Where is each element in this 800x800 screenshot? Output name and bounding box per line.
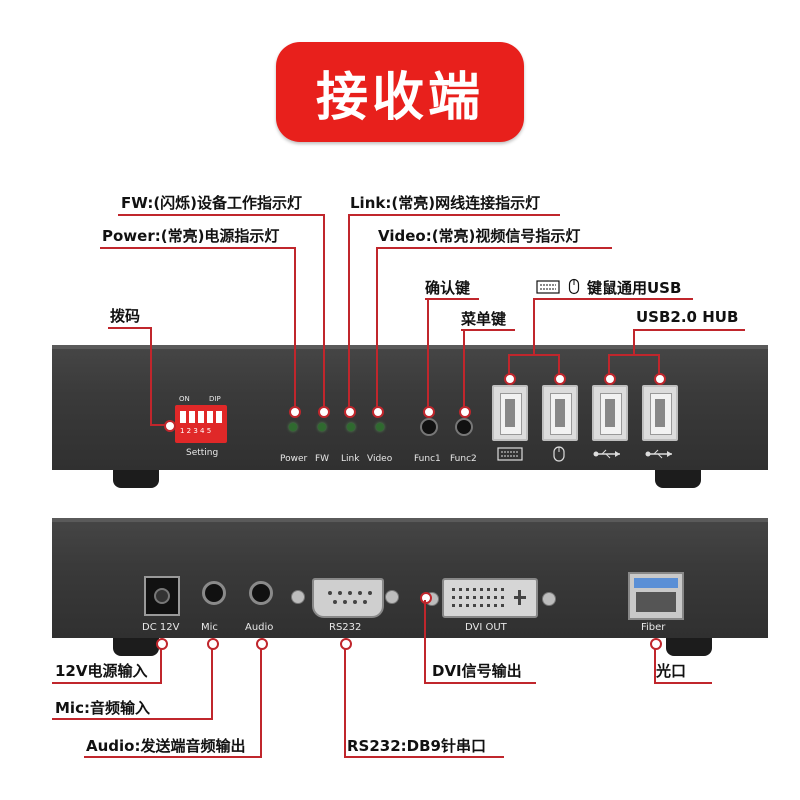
- mouse-icon: [568, 278, 580, 295]
- callout-confirm: 确认键: [425, 279, 471, 297]
- dip-switch[interactable]: 1 2 3 4 5: [175, 405, 227, 443]
- rs232-leader-dot: [340, 638, 352, 650]
- audio-jack[interactable]: [249, 581, 273, 605]
- dvi-screw-right: [542, 592, 556, 606]
- func2-label: Func2: [450, 454, 477, 464]
- video-label: Video: [367, 454, 393, 464]
- dc-leader-dot: [156, 638, 168, 650]
- power-label: Power: [280, 454, 308, 464]
- dip-numbers: 1 2 3 4 5: [180, 427, 212, 435]
- page-title: 接收端: [315, 67, 484, 128]
- usb-port-keyboard[interactable]: [492, 385, 528, 441]
- callout-fiber: 光口: [656, 662, 687, 680]
- dip-on-label: ON: [179, 395, 190, 403]
- fiber-label: Fiber: [641, 622, 666, 633]
- link-led: [347, 423, 355, 431]
- audio-leader-dot: [256, 638, 268, 650]
- callout-kbmouse: 键鼠通用USB: [587, 279, 682, 297]
- fiber-sfp-port[interactable]: [628, 572, 684, 620]
- callout-dvi: DVI信号输出: [432, 662, 522, 680]
- callout-video: Video:(常亮)视频信号指示灯: [378, 227, 581, 245]
- callout-fw: FW:(闪烁)设备工作指示灯: [121, 194, 303, 212]
- audio-label: Audio: [245, 622, 274, 633]
- front-foot-left: [113, 470, 159, 488]
- rs232-port[interactable]: [312, 578, 384, 618]
- power-led: [289, 423, 297, 431]
- rs232-label: RS232: [329, 622, 362, 633]
- fw-label: FW: [315, 454, 330, 464]
- video-led: [376, 423, 384, 431]
- dvi-label: DVI OUT: [465, 622, 507, 633]
- usb-port-mouse[interactable]: [542, 385, 578, 441]
- callout-usbhub: USB2.0 HUB: [636, 308, 739, 326]
- front-foot-right: [655, 470, 701, 488]
- rear-foot-right: [666, 638, 712, 656]
- rs232-screw-right: [385, 590, 399, 604]
- callout-audio: Audio:发送端音频输出: [86, 737, 246, 755]
- dip-dip-label: DIP: [209, 395, 221, 403]
- setting-label: Setting: [186, 448, 219, 458]
- keyboard-icon: [497, 447, 523, 461]
- mic-leader-dot: [207, 638, 219, 650]
- callout-power: Power:(常亮)电源指示灯: [102, 227, 280, 245]
- usb-port-hub-1[interactable]: [592, 385, 628, 441]
- usb-port-hub-2[interactable]: [642, 385, 678, 441]
- mouse-icon: [553, 446, 565, 462]
- fiber-leader-dot: [650, 638, 662, 650]
- usb-icon: [645, 449, 672, 459]
- dc-jack[interactable]: [144, 576, 180, 616]
- callout-dip: 拨码: [110, 307, 141, 325]
- keyboard-icon: [536, 280, 560, 294]
- link-label: Link: [341, 454, 360, 464]
- func1-button[interactable]: [420, 418, 438, 436]
- dc-label: DC 12V: [142, 622, 180, 633]
- callout-menu: 菜单键: [461, 310, 507, 328]
- func1-label: Func1: [414, 454, 441, 464]
- fw-led: [318, 423, 326, 431]
- usb-icon: [593, 449, 620, 459]
- callout-link: Link:(常亮)网线连接指示灯: [350, 194, 541, 212]
- mic-label: Mic: [201, 622, 218, 633]
- dvi-port[interactable]: [442, 578, 538, 618]
- callout-rs232: RS232:DB9针串口: [347, 737, 486, 755]
- callout-dc: 12V电源输入: [55, 662, 148, 680]
- callout-mic: Mic:音频输入: [55, 699, 150, 717]
- rear-foot-left: [113, 638, 159, 656]
- rs232-screw-left: [291, 590, 305, 604]
- title-badge: 接收端: [276, 42, 524, 142]
- mic-jack[interactable]: [202, 581, 226, 605]
- dvi-leader-dot: [420, 592, 432, 604]
- func2-button[interactable]: [455, 418, 473, 436]
